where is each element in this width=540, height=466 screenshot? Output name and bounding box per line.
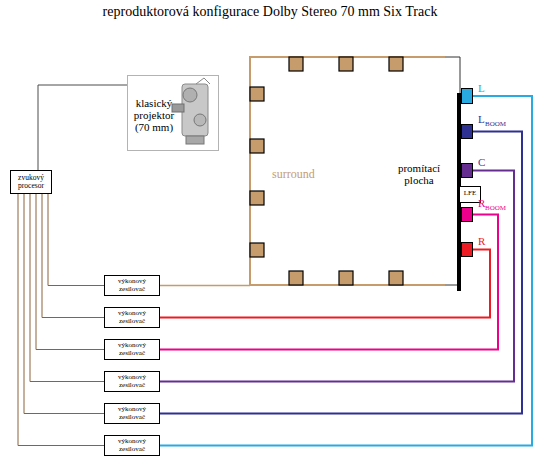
speaker-l-boom: LBOOM: [461, 124, 473, 139]
speaker-wire: [160, 171, 514, 382]
speaker-c: C: [461, 163, 473, 178]
projector-body: [182, 84, 208, 136]
projector-illustration: [172, 78, 210, 144]
sound-processor-box: zvukový procesor: [10, 170, 52, 194]
amplifier-input-wire: [24, 194, 104, 414]
surround-speaker: [250, 87, 264, 101]
projector-box: klasický projektor (70 mm): [127, 75, 219, 151]
node-text: klasický projektor (70 mm): [129, 98, 179, 134]
surround-speaker: [250, 191, 264, 205]
power-amplifier-box: výkonový zesilovač: [104, 339, 160, 360]
surround-speaker: [389, 271, 403, 285]
node-text: výkonový zesilovač: [105, 406, 159, 421]
speaker-label: R: [478, 198, 485, 210]
projector-wire: [38, 85, 127, 170]
node-text: zvukový procesor: [11, 174, 51, 190]
power-amplifier-box: výkonový zesilovač: [104, 403, 160, 424]
speaker-r-boom: RBOOM: [461, 207, 473, 222]
amplifier-input-wire: [48, 194, 104, 286]
speaker-wire: [160, 132, 522, 414]
projector-sprocket: [194, 114, 206, 126]
amplifier-input-wire: [30, 194, 104, 382]
surround-speaker: [250, 243, 264, 257]
node-text: výkonový zesilovač: [105, 374, 159, 389]
projector-top: [196, 78, 210, 84]
amplifier-input-wire: [42, 194, 104, 318]
speaker-label: R: [478, 236, 485, 248]
surround-wire: [160, 285, 250, 287]
node-text: výkonový zesilovač: [105, 342, 159, 357]
power-amplifier-box: výkonový zesilovač: [104, 307, 160, 328]
speaker-label: BOOM: [485, 205, 506, 213]
speaker-wire: [160, 250, 490, 318]
speaker-label: C: [478, 157, 485, 169]
speaker-wire: [160, 96, 532, 446]
surround-speaker: [250, 139, 264, 153]
node-text: surround: [272, 168, 342, 181]
screen-label: promítací plocha: [392, 163, 446, 187]
node-text: výkonový zesilovač: [105, 438, 159, 453]
surround-speaker: [389, 57, 403, 71]
projector-base: [186, 136, 204, 144]
speaker-wire: [160, 215, 498, 350]
amplifier-input-wire: [36, 194, 104, 350]
speaker-label: L: [478, 83, 485, 95]
projector-reel: [183, 88, 197, 102]
auditorium-outline-end: [445, 57, 460, 290]
surround-speaker: [339, 57, 353, 71]
surround-speaker: [289, 57, 303, 71]
surround-speakers: [250, 57, 403, 285]
node-text: výkonový zesilovač: [105, 310, 159, 325]
node-text: LFE: [460, 190, 480, 198]
speaker-label: L: [478, 114, 485, 126]
speaker-r: R: [461, 242, 473, 257]
node-text: výkonový zesilovač: [105, 278, 159, 293]
power-amplifier-box: výkonový zesilovač: [104, 435, 160, 456]
amplifier-input-wire: [18, 194, 104, 446]
speaker-l: L: [461, 88, 473, 104]
power-amplifier-box: výkonový zesilovač: [104, 371, 160, 392]
surround-speaker: [289, 271, 303, 285]
auditorium-room: surround: [250, 57, 460, 285]
surround-speaker: [339, 271, 353, 285]
auditorium-outline: [250, 57, 445, 285]
speaker-label: BOOM: [485, 121, 506, 129]
lfe-box: LFE: [459, 186, 481, 203]
diagram-title: reproduktorová konfigurace Dolby Stereo …: [0, 4, 540, 19]
power-amplifier-box: výkonový zesilovač: [104, 275, 160, 296]
